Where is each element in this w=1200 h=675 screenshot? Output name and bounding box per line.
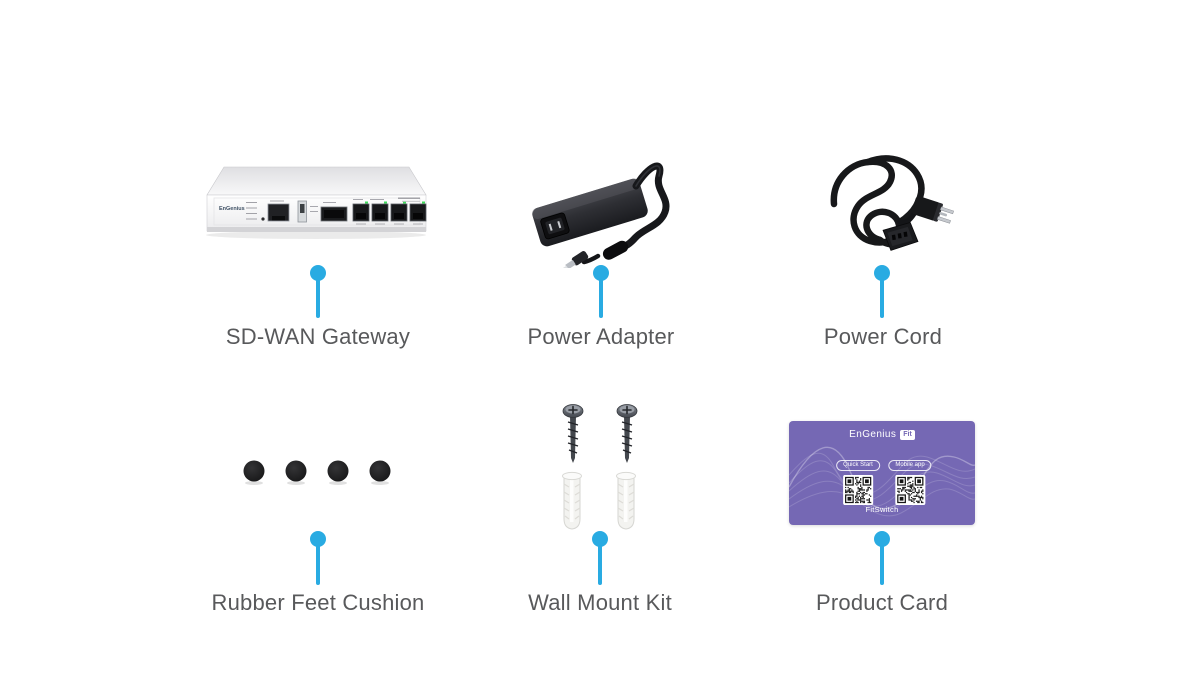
pin-dot-icon [592,531,608,547]
pin-stem [599,279,603,318]
power-adapter-image [532,162,670,268]
wall-plug [911,196,954,224]
item-label-power-adapter: Power Adapter [527,324,675,349]
pin-dot-icon [310,531,326,547]
power-cord-image [830,155,954,251]
c13-connector [882,221,919,251]
pin-dot-icon [593,265,609,281]
sfp-port [320,202,348,222]
sd-wan-gateway-image: EnGenius [206,166,427,239]
ferrite-bead [602,240,629,260]
pin-stem [880,279,884,318]
management-port [267,200,290,222]
adapter-body [532,178,648,247]
engenius-card-logo: EnGenius [849,429,897,440]
card-brand-row: EnGenius Fit [789,429,975,440]
mobile-app-pill: Mobile app [888,460,932,471]
mobile-app-qr-icon [894,475,925,505]
adapter-cable [610,162,670,255]
pin-stem [316,279,320,318]
usb-port [297,200,318,223]
item-label-product-card: Product Card [815,590,949,615]
wall-anchors [562,471,636,530]
pin-stem [880,545,884,585]
item-label-wall-mount-kit: Wall Mount Kit [528,590,672,615]
pointer-pin [592,531,608,585]
quick-start-pill: Quick Start [836,460,880,471]
pointer-pin [874,265,890,318]
item-label-power-cord: Power Cord [823,324,943,349]
model-label [398,197,420,202]
led-labels [246,202,257,220]
quick-start-column: Quick Start [836,460,880,505]
rubber-feet-image [243,460,391,485]
item-label-rubber-feet: Rubber Feet Cushion [211,590,425,615]
barrel-connector [563,251,589,268]
quick-start-qr-icon [843,475,873,505]
pin-stem [316,545,320,585]
card-footer-text: FitSwitch [865,505,899,514]
pin-dot-icon [310,265,326,281]
pin-dot-icon [874,265,890,281]
item-label-sd-wan-gateway: SD-WAN Gateway [225,324,411,349]
pin-dot-icon [874,531,890,547]
product-card-image: EnGenius Fit Quick Start Mobile app FitS… [789,421,975,525]
engenius-logo-text: EnGenius [219,206,245,212]
pointer-pin [310,531,326,585]
reset-button [261,217,265,221]
screws [562,404,638,463]
pointer-pin [593,265,609,318]
pointer-pin [310,265,326,318]
lan-ports [352,199,427,225]
pin-stem [598,545,602,585]
fit-badge: Fit [900,429,915,440]
mobile-app-column: Mobile app [888,460,932,505]
wall-mount-kit-image [562,404,638,530]
pointer-pin [874,531,890,585]
